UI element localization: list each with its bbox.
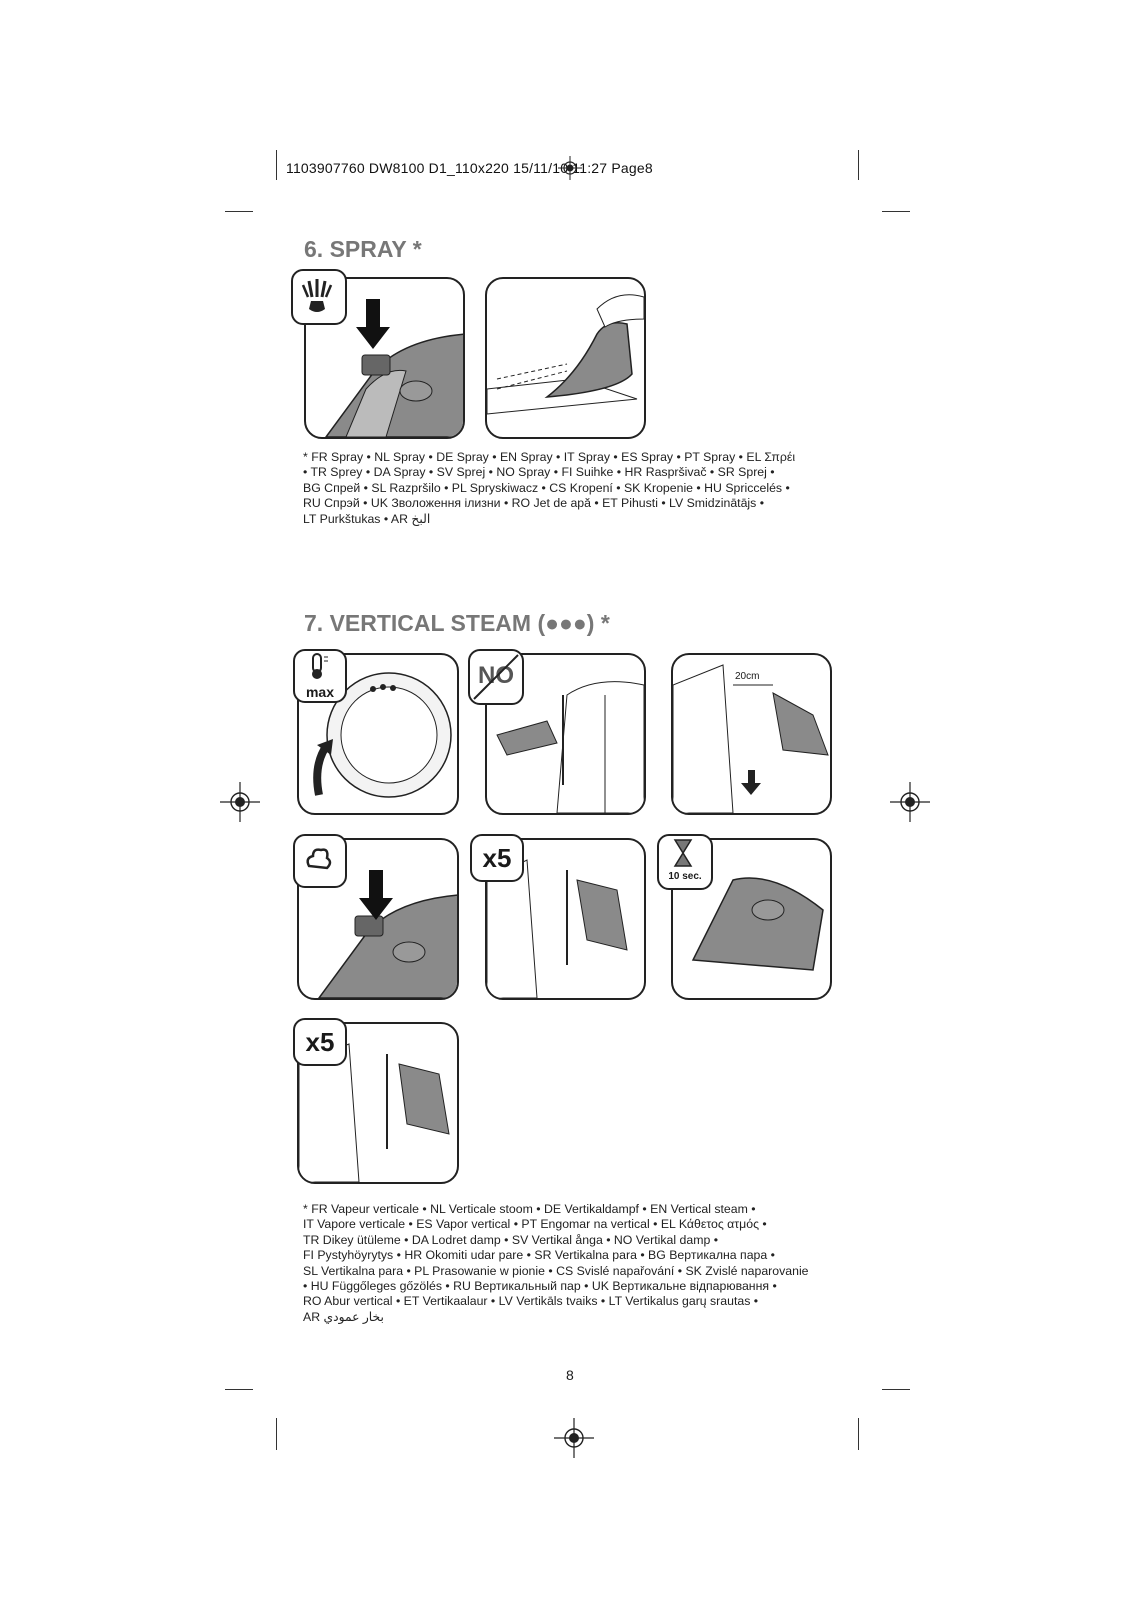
spray-step-spraying bbox=[485, 277, 646, 439]
crop-mark bbox=[225, 211, 253, 212]
crop-mark bbox=[276, 150, 277, 180]
no-badge: NO bbox=[468, 649, 524, 705]
steam-burst-icon bbox=[293, 834, 347, 888]
print-slug: 1103907760 DW8100 D1_110x220 15/11/10 11… bbox=[286, 160, 653, 176]
registration-target-icon bbox=[890, 782, 930, 822]
timer-label: 10 sec. bbox=[668, 871, 702, 882]
registration-target-icon bbox=[220, 782, 260, 822]
crop-mark bbox=[858, 1418, 859, 1450]
steam-step-not-worn bbox=[485, 653, 646, 815]
steam-step-wait bbox=[671, 838, 832, 1000]
steam-step-distance: 20cm bbox=[671, 653, 832, 815]
crop-mark bbox=[882, 211, 910, 212]
registration-target-icon bbox=[554, 1418, 594, 1458]
distance-label: 20cm bbox=[735, 671, 760, 682]
page-number: 8 bbox=[566, 1367, 574, 1383]
no-label: NO bbox=[478, 662, 514, 689]
spray-icon bbox=[291, 269, 347, 325]
section-title-vertical-steam: 7. VERTICAL STEAM (●●●) * bbox=[304, 610, 610, 636]
steam-step-vertical-up-down bbox=[485, 838, 646, 1000]
crop-mark bbox=[858, 150, 859, 180]
thermometer-icon: max bbox=[293, 649, 347, 703]
crop-mark bbox=[225, 1389, 253, 1390]
max-badge: max bbox=[305, 684, 335, 700]
prohibited-icon bbox=[473, 654, 519, 700]
registration-target-icon bbox=[558, 156, 582, 180]
hourglass-icon: 10 sec. bbox=[657, 834, 713, 890]
repeat-count-badge: x5 bbox=[293, 1018, 347, 1066]
crop-mark bbox=[276, 1418, 277, 1450]
crop-mark bbox=[882, 1389, 910, 1390]
repeat-count-badge: x5 bbox=[470, 834, 524, 882]
steam-translations: * FR Vapeur verticale • NL Verticale sto… bbox=[303, 1202, 809, 1324]
section-title-spray: 6. SPRAY * bbox=[304, 236, 422, 262]
spray-translations: * FR Spray • NL Spray • DE Spray • EN Sp… bbox=[303, 450, 796, 526]
